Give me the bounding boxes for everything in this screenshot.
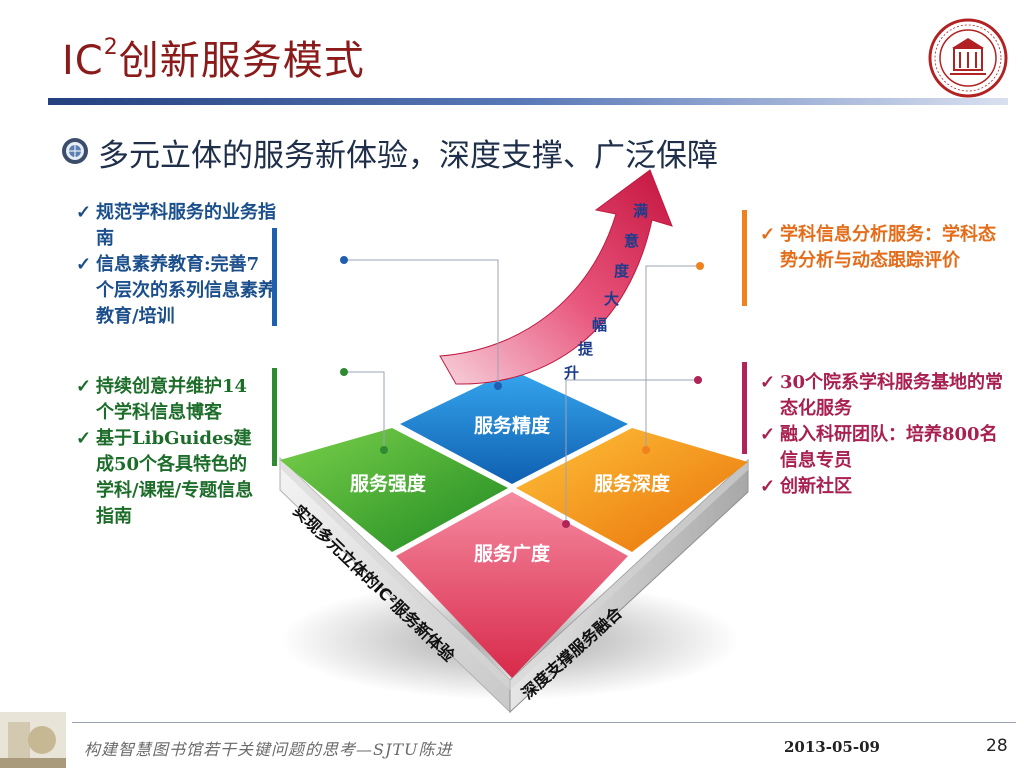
text-block-top-right: ✓学科信息分析服务：学科态势分析与动态跟踪评价 <box>760 222 1010 274</box>
accent-bar-bottom-right <box>742 362 747 454</box>
dot-bottom-left-end <box>380 446 388 454</box>
dot-top-left <box>340 256 348 264</box>
list-item: ✓持续创意并维护14个学科信息博客 <box>76 374 256 426</box>
quadrant-left <box>280 428 508 552</box>
list-item: ✓创新社区 <box>760 474 1010 500</box>
connector-bottom-left <box>344 371 385 450</box>
quadrant-right <box>516 428 748 552</box>
quadrant-bottom-label: 服务广度 <box>474 542 551 565</box>
item-text: 融入科研团队：培养800名信息专员 <box>780 424 998 471</box>
connector-top-right <box>645 265 700 450</box>
connector-bottom-right <box>565 379 698 524</box>
arrow-text: 满 意 度 大 幅 提 升 <box>564 202 648 382</box>
list-item: ✓信息素养教育:完善7个层次的系列信息素养教育/培训 <box>76 252 276 330</box>
campus-photo <box>0 712 66 768</box>
title-sup: 2 <box>103 34 119 60</box>
check-icon: ✓ <box>760 476 776 497</box>
accent-bar-bottom-left <box>272 368 277 466</box>
text-block-top-left: ✓规范学科服务的业务指南 ✓信息素养教育:完善7个层次的系列信息素养教育/培训 <box>76 200 276 330</box>
accent-bar-top-left <box>272 228 277 326</box>
text-block-bottom-right: ✓30个院系学科服务基地的常态化服务 ✓融入科研团队：培养800名信息专员 ✓创… <box>760 370 1010 500</box>
quadrant-bottom <box>396 492 628 678</box>
list-item: ✓规范学科服务的业务指南 <box>76 200 276 252</box>
item-text: 信息素养教育:完善7个层次的系列信息素养教育/培训 <box>96 254 276 327</box>
quadrant-top-label: 服务精度 <box>474 414 551 437</box>
connector-dots <box>340 256 704 528</box>
subtitle: 多元立体的服务新体验，深度支撑、广泛保障 <box>98 138 718 174</box>
check-icon: ✓ <box>76 202 92 223</box>
connectors <box>344 259 700 524</box>
item-text: 创新社区 <box>780 476 852 497</box>
footer-text: 构建智慧图书馆若干关键问题的思考—SJTU陈进 <box>84 740 453 759</box>
accent-bar-top-right <box>742 210 747 306</box>
quadrant-top <box>400 370 628 484</box>
footer-date: 2013-05-09 <box>784 738 880 756</box>
arrow-char: 升 <box>564 364 579 382</box>
dot-top-right <box>696 262 704 270</box>
item-text: 基于LibGuides建成50个各具特色的学科/课程/专题信息指南 <box>96 428 254 527</box>
arrow-char: 提 <box>578 340 594 358</box>
dot-bottom-right <box>694 376 702 384</box>
title-prefix: IC <box>62 38 104 84</box>
quadrant-left-label: 服务强度 <box>350 472 427 495</box>
item-text: 30个院系学科服务基地的常态化服务 <box>780 372 1004 419</box>
page-number: 28 <box>986 736 1008 756</box>
title-suffix: 创新服务模式 <box>118 38 365 84</box>
list-item: ✓30个院系学科服务基地的常态化服务 <box>760 370 1010 422</box>
check-icon: ✓ <box>760 424 776 445</box>
text-block-bottom-left: ✓持续创意并维护14个学科信息博客 ✓基于LibGuides建成50个各具特色的… <box>76 374 256 530</box>
item-text: 持续创意并维护14个学科信息博客 <box>96 376 248 423</box>
dot-top-left-end <box>494 382 502 390</box>
list-item: ✓融入科研团队：培养800名信息专员 <box>760 422 1010 474</box>
arrow-char: 幅 <box>592 316 607 334</box>
item-text: 学科信息分析服务：学科态势分析与动态跟踪评价 <box>780 224 996 271</box>
dot-top-right-end <box>642 446 650 454</box>
arrow-char: 意 <box>624 232 639 250</box>
check-icon: ✓ <box>760 224 776 245</box>
arrow-char: 满 <box>633 202 648 220</box>
title-divider <box>48 98 1008 105</box>
university-seal-icon <box>928 18 1008 98</box>
gear-globe-icon <box>62 138 88 164</box>
arrow-char: 大 <box>604 290 619 308</box>
list-item: ✓学科信息分析服务：学科态势分析与动态跟踪评价 <box>760 222 1010 274</box>
item-text: 规范学科服务的业务指南 <box>96 202 276 249</box>
check-icon: ✓ <box>76 376 92 397</box>
page-title: IC2创新服务模式 <box>62 28 365 86</box>
connector-top-left <box>344 259 499 386</box>
quadrant-right-label: 服务深度 <box>594 472 671 495</box>
check-icon: ✓ <box>76 428 92 449</box>
arrow-char: 度 <box>614 262 630 280</box>
check-icon: ✓ <box>76 254 92 275</box>
dot-bottom-left <box>340 368 348 376</box>
growth-arrow <box>439 169 673 385</box>
check-icon: ✓ <box>760 372 776 393</box>
dot-bottom-right-end <box>562 520 570 528</box>
list-item: ✓基于LibGuides建成50个各具特色的学科/课程/专题信息指南 <box>76 426 256 530</box>
footer-divider <box>72 722 1016 723</box>
